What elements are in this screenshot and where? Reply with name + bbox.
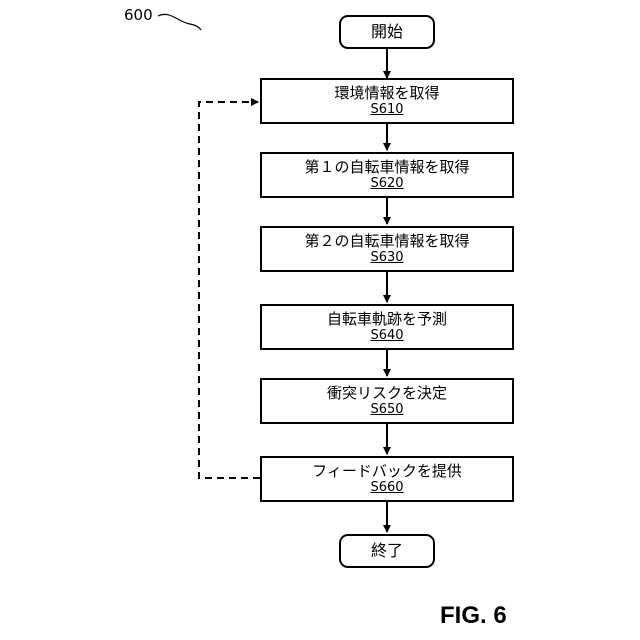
step-label: 環境情報を取得 (334, 84, 439, 103)
step-s630: 第２の自転車情報を取得 S630 (260, 226, 514, 272)
step-code: S650 (370, 402, 403, 418)
step-code: S640 (370, 328, 403, 344)
step-s650: 衝突リスクを決定 S650 (260, 378, 514, 424)
step-s610: 環境情報を取得 S610 (260, 78, 514, 124)
step-s660: フィードバックを提供 S660 (260, 456, 514, 502)
reference-leader (158, 14, 201, 30)
start-node: 開始 (339, 15, 435, 49)
step-s620: 第１の自転車情報を取得 S620 (260, 152, 514, 198)
step-label: フィードバックを提供 (312, 462, 462, 481)
start-label: 開始 (371, 22, 403, 42)
step-s640: 自転車軌跡を予測 S640 (260, 304, 514, 350)
step-code: S610 (370, 102, 403, 118)
reference-number: 600 (124, 6, 153, 24)
step-label: 衝突リスクを決定 (327, 384, 447, 403)
step-code: S660 (370, 480, 403, 496)
figure-label: FIG. 6 (440, 602, 507, 630)
end-node: 終了 (339, 534, 435, 568)
step-label: 第２の自転車情報を取得 (304, 232, 469, 251)
feedback-loop-dashed (199, 102, 260, 478)
step-label: 自転車軌跡を予測 (327, 310, 447, 329)
end-label: 終了 (371, 541, 403, 561)
step-label: 第１の自転車情報を取得 (304, 158, 469, 177)
step-code: S630 (370, 250, 403, 266)
step-code: S620 (370, 176, 403, 192)
